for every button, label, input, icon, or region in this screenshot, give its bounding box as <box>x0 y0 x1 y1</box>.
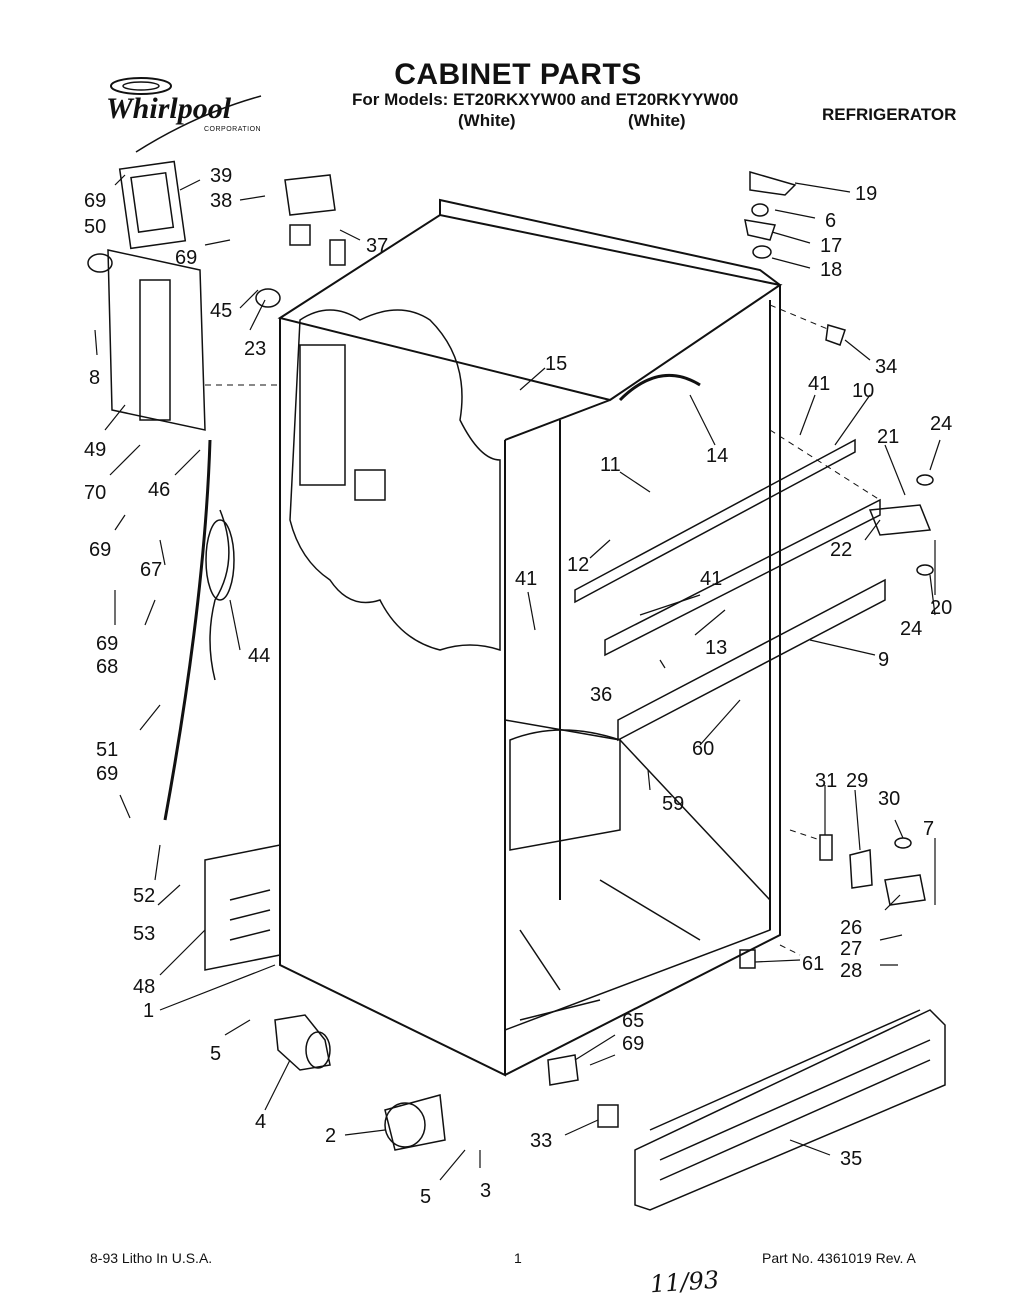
callout-45: 45 <box>210 300 232 322</box>
callout-39: 39 <box>210 165 232 187</box>
cabinet-parts-diagram: 69 39 38 50 37 69 45 23 8 49 70 46 69 67… <box>84 160 952 1211</box>
callout-28: 28 <box>840 960 862 982</box>
shelf-rails <box>574 373 886 742</box>
right-parts <box>739 171 934 969</box>
cabinet-shell <box>277 198 783 1077</box>
logo-sub: CORPORATION <box>204 126 262 133</box>
callout-69: 69 <box>96 633 118 655</box>
callout-70: 70 <box>84 482 106 504</box>
color-label-1: (White) <box>458 111 516 130</box>
callout-38: 38 <box>210 190 232 212</box>
appliance-type: REFRIGERATOR <box>822 105 957 124</box>
callout-31: 31 <box>815 770 837 792</box>
callout-20: 20 <box>930 597 952 619</box>
callout-69: 69 <box>89 539 111 561</box>
callout-51: 51 <box>96 739 118 761</box>
callout-41: 41 <box>515 568 537 590</box>
callout-33: 33 <box>530 1130 552 1152</box>
callout-5: 5 <box>420 1186 431 1208</box>
footer-litho: 8-93 Litho In U.S.A. <box>90 1250 213 1266</box>
callout-69: 69 <box>622 1033 644 1055</box>
callout-18: 18 <box>820 259 842 281</box>
page-title: CABINET PARTS <box>394 58 642 91</box>
bottom-parts <box>274 1009 946 1211</box>
footer-part-number: Part No. 4361019 Rev. A <box>762 1250 916 1266</box>
callout-34: 34 <box>875 356 897 378</box>
callout-10: 10 <box>852 380 874 402</box>
callout-13: 13 <box>705 637 727 659</box>
callout-9: 9 <box>878 649 889 671</box>
callout-17: 17 <box>820 235 842 257</box>
callout-60: 60 <box>692 738 714 760</box>
callout-labels: 69 39 38 50 37 69 45 23 8 49 70 46 69 67… <box>84 165 952 1208</box>
callout-22: 22 <box>830 539 852 561</box>
callout-35: 35 <box>840 1148 862 1170</box>
callout-24: 24 <box>930 413 952 435</box>
callout-3: 3 <box>480 1180 491 1202</box>
callout-24: 24 <box>900 618 922 640</box>
callout-37: 37 <box>366 235 388 257</box>
callout-12: 12 <box>567 554 589 576</box>
leader-lines <box>94 174 941 1181</box>
logo-brand: Whirlpool <box>106 92 232 125</box>
callout-59: 59 <box>662 793 684 815</box>
callout-21: 21 <box>877 426 899 448</box>
callout-69: 69 <box>84 190 106 212</box>
callout-8: 8 <box>89 367 100 389</box>
callout-44: 44 <box>248 645 270 667</box>
callout-41: 41 <box>808 373 830 395</box>
callout-19: 19 <box>855 183 877 205</box>
callout-41: 41 <box>700 568 722 590</box>
callout-26: 26 <box>840 917 862 939</box>
callout-6: 6 <box>825 210 836 232</box>
callout-36: 36 <box>590 684 612 706</box>
left-parts <box>87 160 346 971</box>
callout-1: 1 <box>143 1000 154 1022</box>
logo-swirl-icon <box>110 77 262 153</box>
whirlpool-logo: Whirlpool CORPORATION <box>96 74 266 154</box>
callout-15: 15 <box>545 353 567 375</box>
callout-4: 4 <box>255 1111 266 1133</box>
footer-page-number: 1 <box>514 1250 522 1266</box>
callout-52: 52 <box>133 885 155 907</box>
callout-61: 61 <box>802 953 824 975</box>
dashed-lines <box>205 304 881 956</box>
callout-5: 5 <box>210 1043 221 1065</box>
callout-14: 14 <box>706 445 728 467</box>
callout-53: 53 <box>133 923 155 945</box>
callout-69: 69 <box>96 763 118 785</box>
callout-48: 48 <box>133 976 155 998</box>
callout-7: 7 <box>923 818 934 840</box>
callout-30: 30 <box>878 788 900 810</box>
callout-46: 46 <box>148 479 170 501</box>
callout-29: 29 <box>846 770 868 792</box>
callout-65: 65 <box>622 1010 644 1032</box>
callout-50: 50 <box>84 216 106 238</box>
callout-69: 69 <box>175 247 197 269</box>
color-label-2: (White) <box>628 111 686 130</box>
handwritten-date: 11/93 <box>649 1265 721 1299</box>
callout-11: 11 <box>600 454 621 476</box>
callout-2: 2 <box>325 1125 336 1147</box>
callout-67: 67 <box>140 559 162 581</box>
callout-49: 49 <box>84 439 106 461</box>
callout-27: 27 <box>840 938 862 960</box>
callout-68: 68 <box>96 656 118 678</box>
models-line: For Models: ET20RKXYW00 and ET20RKYYW00 <box>352 90 739 109</box>
callout-23: 23 <box>244 338 266 360</box>
